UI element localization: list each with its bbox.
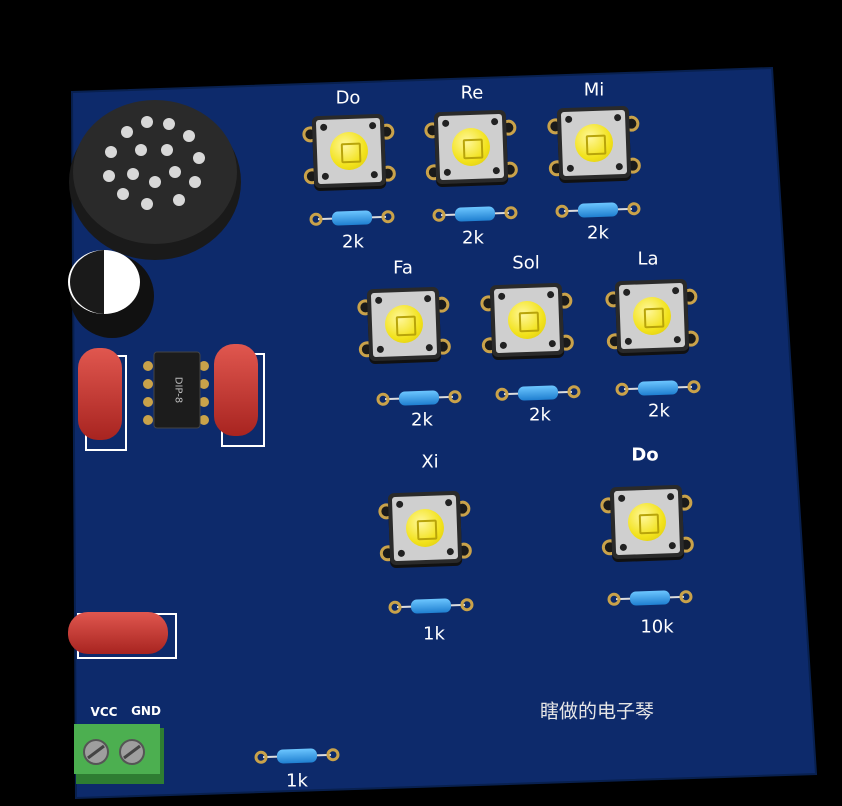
film-capacitor-left [78,348,127,451]
resistor [388,598,474,614]
gnd-label: GND [131,704,161,718]
resistor-value: 10k [640,616,674,638]
dip8-ic [143,351,209,429]
key-do-button[interactable] [302,108,397,195]
resistor-value: 2k [529,404,551,426]
key-label-mi: Mi [583,79,605,101]
key-label-do: Do [335,87,361,109]
resistor [376,390,462,406]
film-capacitor-bottom [68,612,177,659]
pcb-board [70,66,818,800]
resistor-value: 2k [648,400,670,422]
resistor [309,210,395,226]
resistor [555,202,641,218]
electrolytic-capacitor [68,250,154,338]
resistor [495,385,581,401]
resistor-value: 1k [286,770,308,792]
key-la-button[interactable] [605,273,700,360]
key-re-button[interactable] [424,104,519,191]
key-xi-button[interactable] [378,485,473,572]
resistor-value: 1k [423,623,445,645]
resistor-value: 2k [462,227,484,249]
key-label-xi: Xi [421,451,439,473]
speaker [69,100,241,260]
key-label-high-do: Do [631,444,659,466]
board-title: 瞎做的电子琴 [539,700,655,723]
key-label-re: Re [460,82,484,104]
resistor [615,380,701,396]
key-label-sol: Sol [512,252,540,274]
ic-label: DIP-8 [172,376,184,404]
resistor-value: 2k [587,222,609,244]
key-sol-button[interactable] [480,277,575,364]
resistor [432,206,518,222]
resistor [607,590,693,606]
resistor [254,748,340,764]
vcc-label: VCC [90,705,118,719]
key-label-fa: Fa [393,257,413,279]
key-mi-button[interactable] [547,100,642,187]
key-high-do-button[interactable] [600,479,695,566]
key-label-la: La [637,248,659,270]
film-capacitor-right [214,344,265,447]
terminal-block [74,724,164,784]
resistor-value: 2k [342,231,364,253]
resistor-value: 2k [411,409,433,431]
key-fa-button[interactable] [357,281,452,368]
